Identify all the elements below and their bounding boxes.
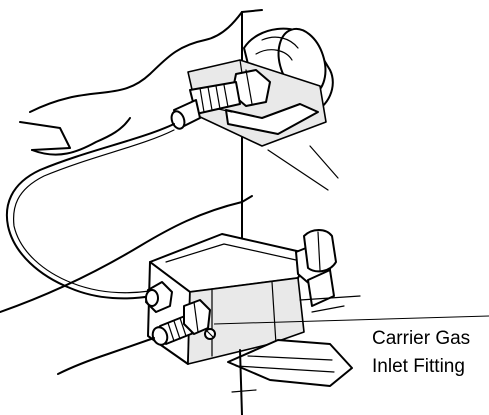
carrier-gas-tubing xyxy=(5,123,175,300)
outlet-fitting xyxy=(295,229,337,307)
base-tray xyxy=(227,295,361,415)
callout-label-line-2: Inlet Fitting xyxy=(372,356,465,377)
upper-fitting xyxy=(170,69,271,130)
carrier-gas-inlet-fitting xyxy=(57,299,211,375)
callout-leader xyxy=(213,315,489,325)
tubing-termination-nut xyxy=(145,281,173,313)
chassis-outline xyxy=(0,9,339,313)
lower-enclosure xyxy=(147,233,311,365)
callout-label-line-1: Carrier Gas xyxy=(372,328,470,349)
callout-label: Carrier Gas Inlet Fitting xyxy=(372,328,470,377)
